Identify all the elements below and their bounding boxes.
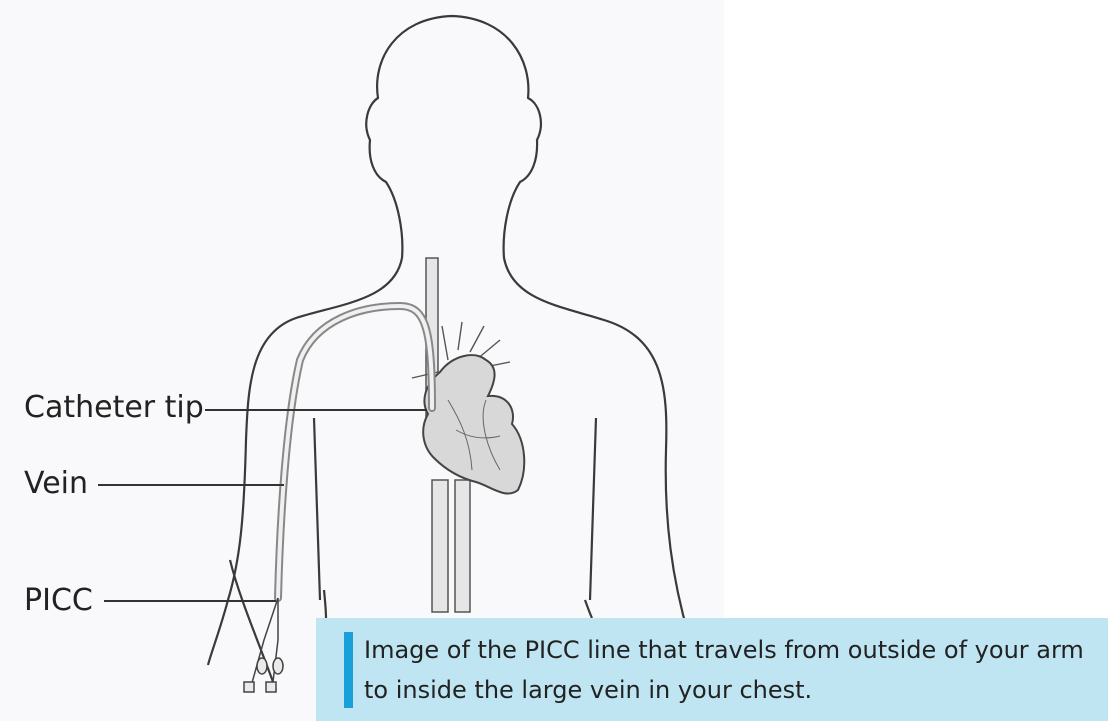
caption-text: Image of the PICC line that travels from… [364, 630, 1094, 710]
leader-catheter-tip [205, 409, 427, 411]
left-arm-inner [314, 418, 320, 600]
caption-box: Image of the PICC line that travels from… [316, 618, 1108, 721]
label-vein: Vein [24, 469, 88, 499]
right-arm-inner [590, 418, 596, 600]
leader-vein [98, 484, 284, 486]
picc-line [278, 306, 432, 598]
descending-vessels [432, 480, 470, 612]
body-outline [366, 16, 690, 640]
leader-picc [104, 600, 276, 602]
picc-connectors [244, 598, 283, 692]
label-picc: PICC [24, 586, 93, 616]
body-illustration [0, 0, 724, 721]
caption-accent-bar [344, 632, 353, 708]
left-arm-outline [208, 258, 402, 665]
label-catheter-tip: Catheter tip [24, 393, 204, 423]
heart [423, 355, 524, 493]
